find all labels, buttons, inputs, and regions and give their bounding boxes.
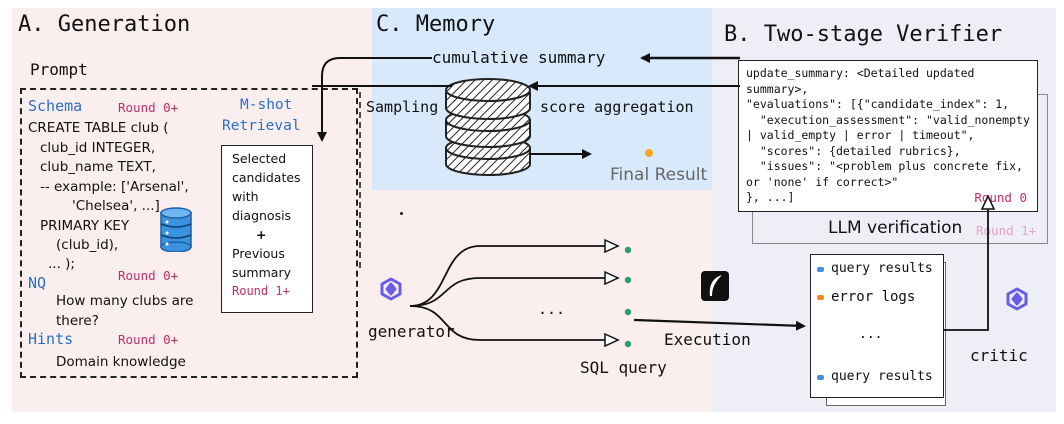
candidates-line: diagnosis <box>232 208 292 223</box>
verifier-line: or 'none' if correct>" <box>746 174 899 189</box>
schema-line: 'Chelsea', ...] <box>72 198 160 214</box>
schema-round: Round 0+ <box>118 100 179 115</box>
candidates-line: with <box>232 189 259 204</box>
schema-label: Schema <box>28 97 83 115</box>
verifier-line: | valid_empty | error | timeout", <box>746 128 975 142</box>
generation-ellipsis: ... <box>538 300 566 318</box>
critic-label: critic <box>970 346 1028 365</box>
schema-line: CREATE TABLE club ( <box>28 120 169 136</box>
final-result-dot <box>645 149 653 157</box>
candidates-round: Round 1+ <box>232 284 290 298</box>
nq-round: Round 0+ <box>118 268 179 283</box>
schema-line: club_name TEXT, <box>40 159 156 175</box>
prompt-title: Prompt <box>30 60 88 79</box>
results-item: query results <box>831 369 933 384</box>
results-ellipsis: ... <box>859 327 883 342</box>
final-result-label: Final Result <box>610 165 708 185</box>
verifier-title: B. Two-stage Verifier <box>724 22 1003 47</box>
memory-region <box>372 8 712 190</box>
candidates-line: candidates <box>232 170 301 185</box>
prompt-box <box>20 88 358 378</box>
nq-label: NQ <box>28 274 47 292</box>
verifier-round-back: Round 1+ <box>976 223 1037 238</box>
verification-card: update_summary: <Detailed updated summar… <box>738 60 1038 212</box>
plus-sign: + <box>256 227 267 242</box>
feather-icon <box>701 271 729 301</box>
query-results-icon <box>817 267 824 272</box>
hints-text: Domain knowledge <box>56 354 186 370</box>
verifier-line: "scores": {detailed rubrics}, <box>746 143 961 158</box>
critic-logo-icon <box>1006 287 1028 311</box>
schema-line: PRIMARY KEY <box>40 218 130 234</box>
error-logs-icon <box>817 295 824 300</box>
sql-query-label: SQL query <box>580 358 667 377</box>
schema-line: -- example: ['Arsenal', <box>40 179 189 195</box>
sampling-label: Sampling <box>366 98 439 116</box>
schema-line: (club_id), <box>56 237 119 253</box>
cumulative-summary-label: cumulative summary <box>432 48 606 67</box>
candidates-line: Selected <box>232 151 287 166</box>
mshot-label: M-shot <box>240 97 293 113</box>
results-item: error logs <box>831 289 916 305</box>
llm-verification-label: LLM verification <box>828 218 963 238</box>
hints-label: Hints <box>28 330 74 348</box>
schema-line: ... ); <box>48 256 75 272</box>
generation-region-lower <box>372 190 712 412</box>
results-card: query results error logs ... query resul… <box>810 254 944 398</box>
verifier-line: "issues": "<problem plus concrete fix, <box>746 159 1023 173</box>
candidates-line: Previous <box>232 246 285 261</box>
schema-line: club_id INTEGER, <box>40 140 156 156</box>
candidates-box: Selected candidates with diagnosis + Pre… <box>221 145 313 313</box>
memory-database-icon <box>445 78 531 176</box>
verifier-line: }, ...] <box>746 190 795 204</box>
nq-text: How many clubs are <box>56 293 194 309</box>
verifier-line: "evaluations": [{"candidate_index": 1, <box>746 97 1010 111</box>
query-results-icon <box>817 375 824 380</box>
verifier-line: summary>, <box>746 81 809 96</box>
generation-title: A. Generation <box>18 12 191 37</box>
hints-round: Round 0+ <box>118 332 179 347</box>
verifier-line: update_summary: <Detailed updated <box>746 66 975 80</box>
score-aggregation-label: score aggregation <box>540 98 694 116</box>
generator-label: generator <box>368 322 455 341</box>
candidates-line: summary <box>232 265 291 280</box>
nq-text: there? <box>56 313 99 329</box>
results-item: query results <box>831 261 933 276</box>
retrieval-label: Retrieval <box>222 118 301 134</box>
memory-title: C. Memory <box>376 12 496 37</box>
model-logo-icon <box>380 277 402 301</box>
database-icon <box>160 207 192 252</box>
verifier-line: "execution_assessment": "valid_nonempty <box>746 112 1030 127</box>
stray-dot <box>400 212 403 215</box>
execution-label: Execution <box>664 330 751 349</box>
